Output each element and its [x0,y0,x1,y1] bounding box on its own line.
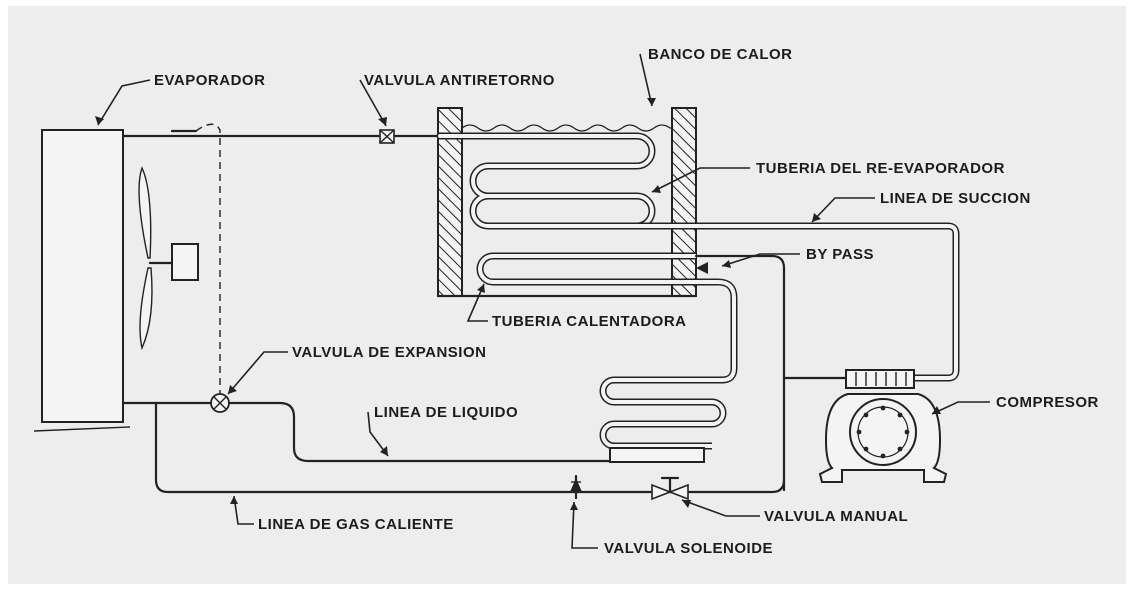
solenoid-valve-symbol [570,474,582,500]
evaporator-unit [33,129,131,432]
label-linea-liquido: LINEA DE LIQUIDO [374,404,519,421]
label-valvula-solenoide: VALVULA SOLENOIDE [604,540,774,557]
receiver-tank [609,447,705,463]
equalizer-dashed-line [195,123,221,395]
suction-line [500,222,960,382]
leader-lines [97,53,990,549]
label-valvula-antiretorno: VALVULA ANTIRETORNO [364,72,555,89]
label-tuberia-reevaporador: TUBERIA DEL RE-EVAPORADOR [756,160,1005,177]
expansion-valve-symbol [210,393,230,413]
label-by-pass: BY PASS [806,246,874,263]
bypass-piping [694,254,848,492]
liquid-line-pipe [121,401,612,463]
label-linea-succion: LINEA DE SUCCION [880,190,1031,207]
manual-valve-symbol [651,476,689,501]
label-valvula-expansion: VALVULA DE EXPANSION [292,344,487,361]
label-tuberia-calentadora: TUBERIA CALENTADORA [492,313,687,330]
label-banco-de-calor: BANCO DE CALOR [648,46,793,63]
compressor-unit [818,369,948,483]
label-valvula-manual: VALVULA MANUAL [764,508,909,525]
evaporator-fan [138,166,199,351]
label-evaporador: EVAPORADOR [154,72,266,89]
hot-gas-line-pipe [154,401,786,494]
heater-coil [476,252,738,450]
label-linea-gas-caliente: LINEA DE GAS CALIENTE [258,516,454,533]
check-valve-symbol [379,129,395,144]
leader-arrowheads [95,98,941,510]
reevaporator-coil [436,132,656,230]
label-compresor: COMPRESOR [996,394,1099,411]
